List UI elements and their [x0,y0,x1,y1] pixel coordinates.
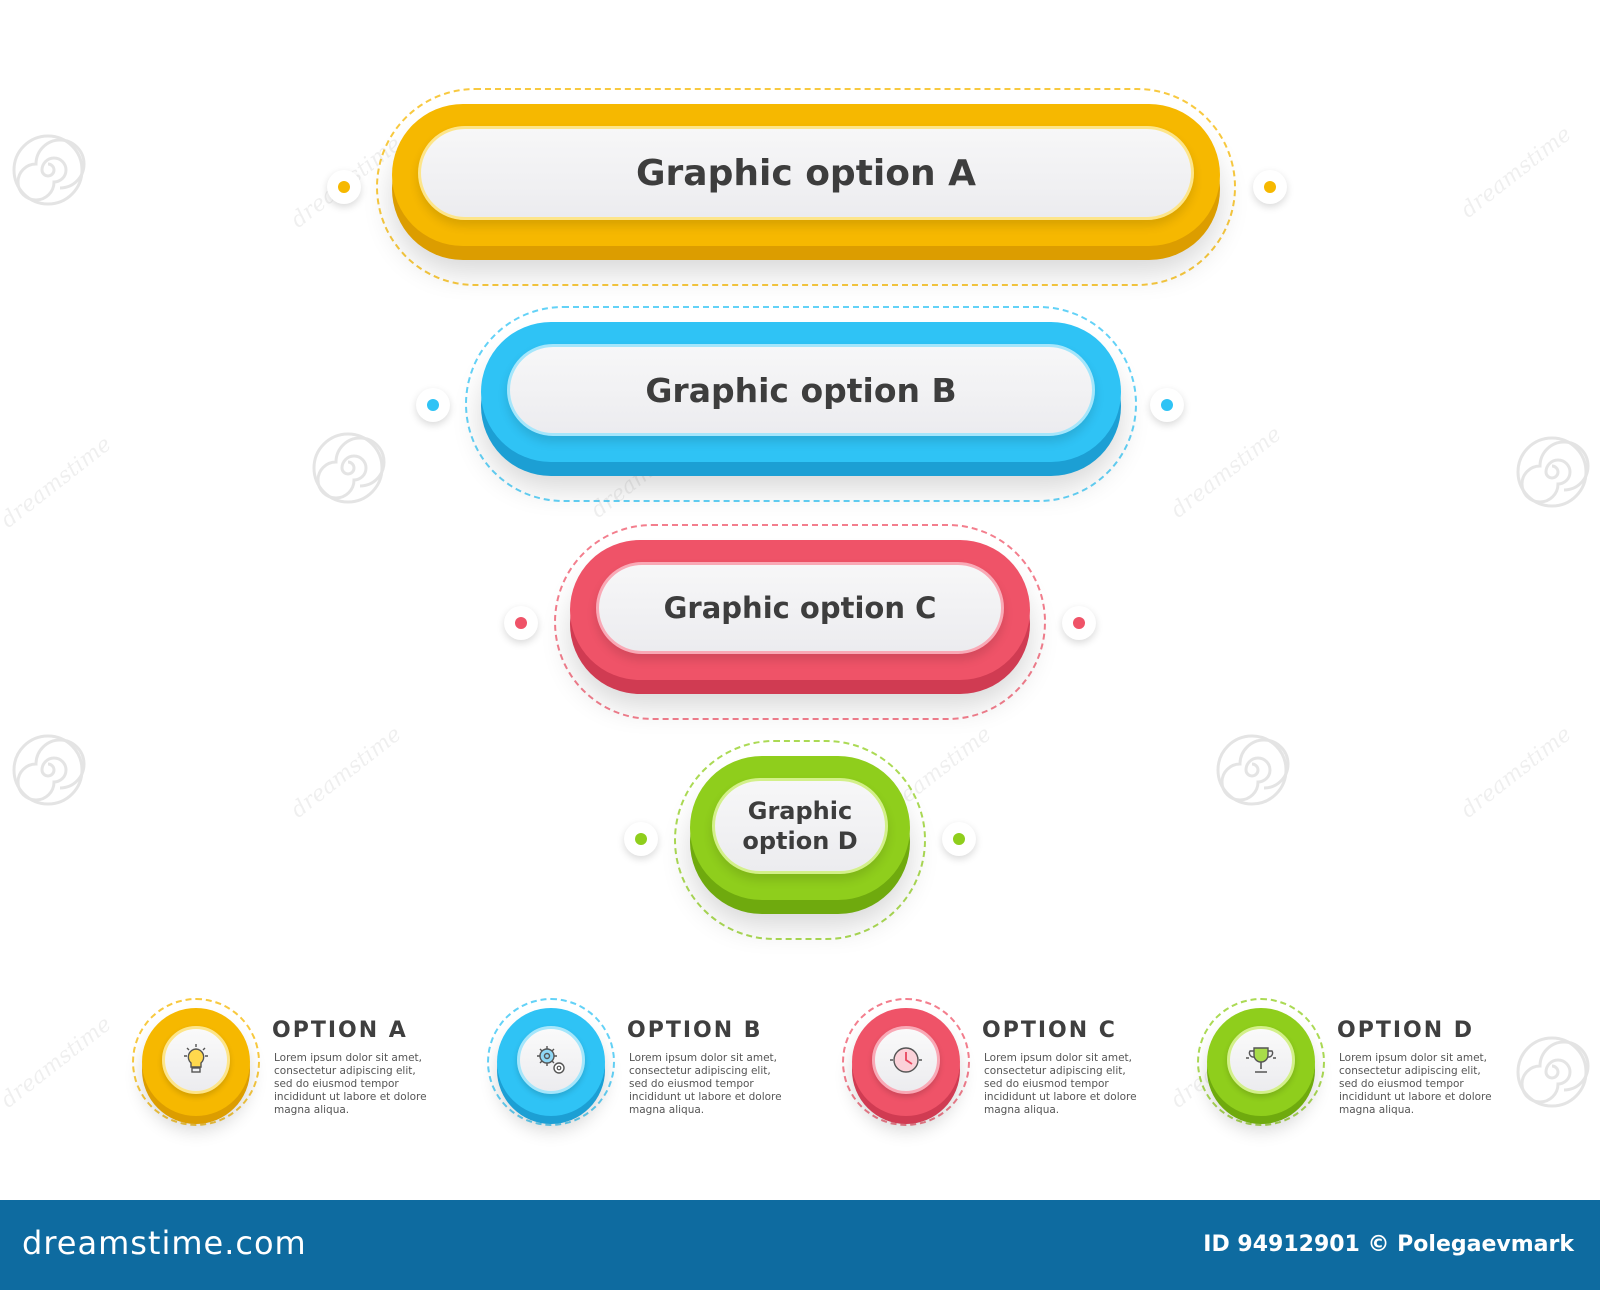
tier-label: Graphic option A [418,126,1194,220]
connector-dot [504,606,538,640]
option-title: OPTION B [627,1018,763,1043]
option-description: Lorem ipsum dolor sit amet, consectetur … [274,1052,427,1116]
connector-dot [942,822,976,856]
dashed-outline [554,524,1046,720]
watermark-logo-icon [1216,734,1290,806]
connector-dot [1062,606,1096,640]
tier-band: Graphic option D [690,756,910,900]
watermark-text: dreamstime [1456,121,1577,224]
option-icon-holder [517,1026,585,1094]
watermark-text: dreamstime [0,431,117,534]
clock-icon [890,1047,922,1073]
lightbulb-icon [184,1044,208,1073]
funnel-tier-c: Graphic option C [554,524,1046,720]
option-c: OPTION C Lorem ipsum dolor sit amet, con… [842,990,1182,1130]
option-a: OPTION A Lorem ipsum dolor sit amet, con… [132,990,472,1130]
connector-dot [1150,388,1184,422]
watermark-text: dreamstime [286,721,407,824]
tier-label: Graphic option B [507,344,1095,436]
option-description: Lorem ipsum dolor sit amet, consectetur … [984,1052,1137,1116]
watermark-text: dreamstime [0,1011,117,1114]
dashed-outline [376,88,1236,286]
funnel-tier-b: Graphic option B [465,306,1137,502]
watermark-logo-icon [12,734,86,806]
connector-dot [1253,170,1287,204]
gears-icon [537,1046,565,1074]
dashed-outline [842,998,970,1126]
watermark-logo-icon [1516,436,1590,508]
watermark-logo-icon [12,134,86,206]
footer-bar: dreamstime.com ID 94912901 © Polegaevmar… [0,1200,1600,1290]
option-icon-holder [162,1026,230,1094]
option-icon-holder [872,1026,940,1094]
option-title: OPTION D [1337,1018,1475,1043]
option-description: Lorem ipsum dolor sit amet, consectetur … [629,1052,782,1116]
watermark-text: dreamstime [1166,421,1287,524]
option-title: OPTION C [982,1018,1117,1043]
tier-label: Graphic option C [596,562,1004,654]
option-description: Lorem ipsum dolor sit amet, consectetur … [1339,1052,1492,1116]
watermark-text: dreamstime [1456,721,1577,824]
tier-band: Graphic option C [570,540,1030,680]
trophy-icon [1246,1047,1276,1073]
dashed-outline [674,740,926,940]
dashed-outline [132,998,260,1126]
dashed-outline [465,306,1137,502]
tier-band: Graphic option B [481,322,1121,462]
connector-dot [624,822,658,856]
watermark-logo-icon [312,432,386,504]
option-icon-holder [1227,1026,1295,1094]
funnel-tier-d: Graphic option D [674,740,926,940]
connector-dot [416,388,450,422]
brand-logo[interactable]: dreamstime.com [22,1224,307,1262]
dashed-outline [1197,998,1325,1126]
tier-band: Graphic option A [392,104,1220,246]
dashed-outline [487,998,615,1126]
option-title: OPTION A [272,1018,408,1043]
funnel-tier-a: Graphic option A [376,88,1236,286]
option-d: OPTION D Lorem ipsum dolor sit amet, con… [1197,990,1537,1130]
option-b: OPTION B Lorem ipsum dolor sit amet, con… [487,990,827,1130]
connector-dot [327,170,361,204]
tier-label: Graphic option D [712,778,888,874]
image-credit: ID 94912901 © Polegaevmark [1203,1232,1574,1257]
